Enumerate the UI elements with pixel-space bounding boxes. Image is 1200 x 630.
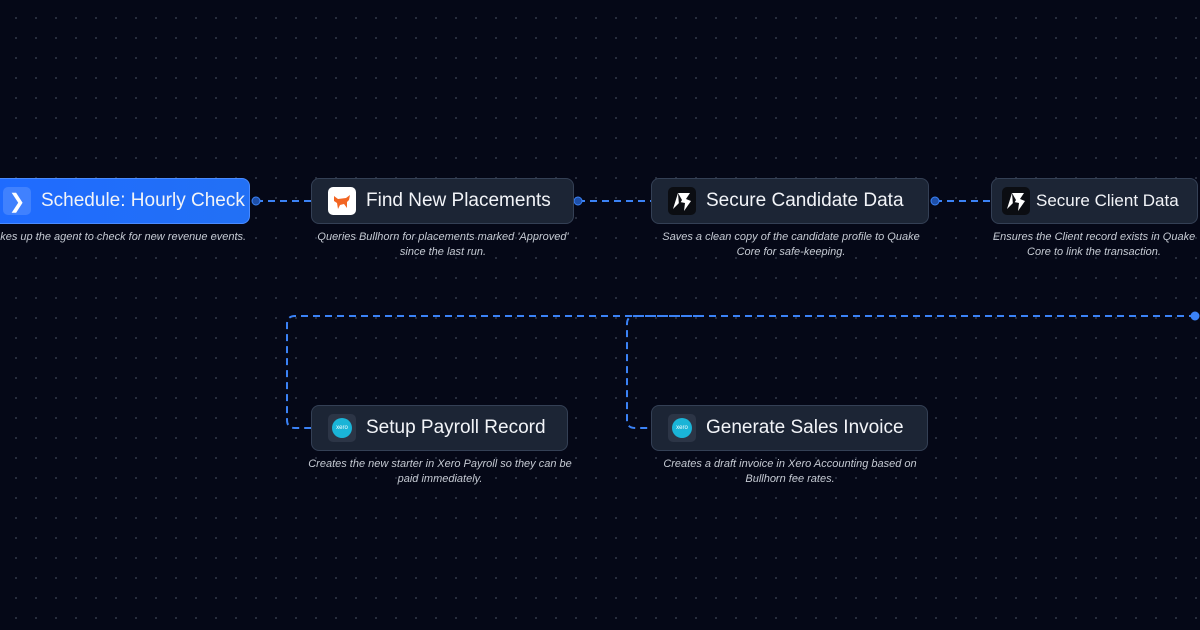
node-find-new-placements[interactable]: Find New Placements	[311, 178, 574, 224]
quake-icon	[1002, 187, 1030, 215]
node-secure-client-data[interactable]: Secure Client Data	[991, 178, 1198, 224]
node-description: Saves a clean copy of the candidate prof…	[662, 231, 920, 258]
play-chevron-icon: ❯	[3, 187, 31, 215]
output-handle	[1190, 311, 1200, 321]
node-description: Ensures the Client record exists in Quak…	[992, 231, 1196, 258]
xero-icon: xero	[668, 414, 696, 442]
xero-icon: xero	[328, 414, 356, 442]
node-description: Creates a draft invoice in Xero Accounti…	[663, 458, 917, 485]
node-title: Secure Client Data	[1036, 191, 1179, 210]
output-handle	[930, 196, 940, 206]
node-schedule-hourly-check[interactable]: ❯ Schedule: Hourly Check	[0, 178, 250, 224]
node-description: Creates the new starter in Xero Payroll …	[308, 458, 572, 485]
output-handle	[573, 196, 583, 206]
edge-to-payroll	[286, 315, 1196, 429]
node-setup-payroll-record[interactable]: xero Setup Payroll Record	[311, 405, 568, 451]
node-title: Setup Payroll Record	[366, 417, 546, 438]
output-handle	[251, 196, 261, 206]
node-title: Find New Placements	[366, 190, 551, 211]
quake-icon	[668, 187, 696, 215]
node-title: Schedule: Hourly Check	[41, 190, 245, 211]
node-description: Queries Bullhorn for placements marked '…	[317, 231, 569, 258]
bullhorn-icon	[328, 187, 356, 215]
node-description: Wakes up the agent to check for new reve…	[0, 231, 247, 243]
node-secure-candidate-data[interactable]: Secure Candidate Data	[651, 178, 929, 224]
node-generate-sales-invoice[interactable]: xero Generate Sales Invoice	[651, 405, 928, 451]
edge-to-invoice	[626, 315, 700, 429]
node-title: Generate Sales Invoice	[706, 417, 904, 438]
node-title: Secure Candidate Data	[706, 190, 904, 211]
